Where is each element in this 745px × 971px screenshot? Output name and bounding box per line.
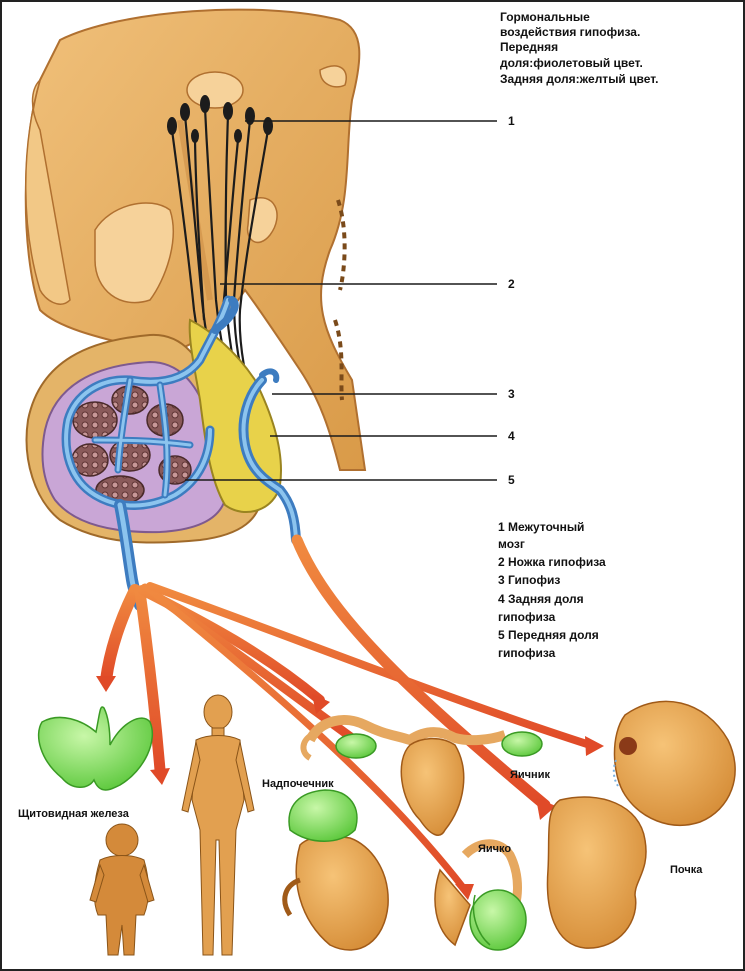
- child-figure: [90, 824, 154, 955]
- adrenal-kidney: [285, 790, 388, 950]
- adult-figure: [182, 695, 254, 955]
- label-ovary: Яичник: [510, 769, 550, 781]
- legend-line-2: мозг: [498, 537, 525, 553]
- callout-number-1: 1: [508, 114, 515, 128]
- callout-number-4: 4: [508, 429, 515, 443]
- mammary-gland: [614, 701, 735, 825]
- callout-number-5: 5: [508, 473, 515, 487]
- legend-line-5: 4 Задняя доля: [498, 592, 584, 608]
- kidney: [547, 797, 646, 948]
- legend-line-7: 5 Передняя доля: [498, 628, 599, 644]
- title-line-4: доля:фиолетовый цвет.: [500, 56, 643, 71]
- legend-line-4: 3 Гипофиз: [498, 573, 560, 589]
- title-line-1: Гормональные: [500, 10, 590, 25]
- legend-line-8: гипофиза: [498, 646, 555, 662]
- label-adrenal: Надпочечник: [262, 778, 334, 790]
- callout-number-3: 3: [508, 387, 515, 401]
- title-line-2: воздействия гипофиза.: [500, 25, 640, 40]
- legend-line-3: 2 Ножка гипофиза: [498, 555, 606, 571]
- legend-line-6: гипофиза: [498, 610, 555, 626]
- title-line-5: Задняя доля:желтый цвет.: [500, 72, 658, 87]
- title-line-3: Передняя: [500, 40, 558, 55]
- label-thyroid: Щитовидная железа: [18, 808, 129, 820]
- testis-group: [435, 844, 526, 950]
- label-kidney: Почка: [670, 864, 702, 876]
- thyroid-gland: [39, 707, 153, 790]
- label-testis: Яичко: [478, 843, 511, 855]
- legend-line-1: 1 Межуточный: [498, 520, 584, 536]
- callout-number-2: 2: [508, 277, 515, 291]
